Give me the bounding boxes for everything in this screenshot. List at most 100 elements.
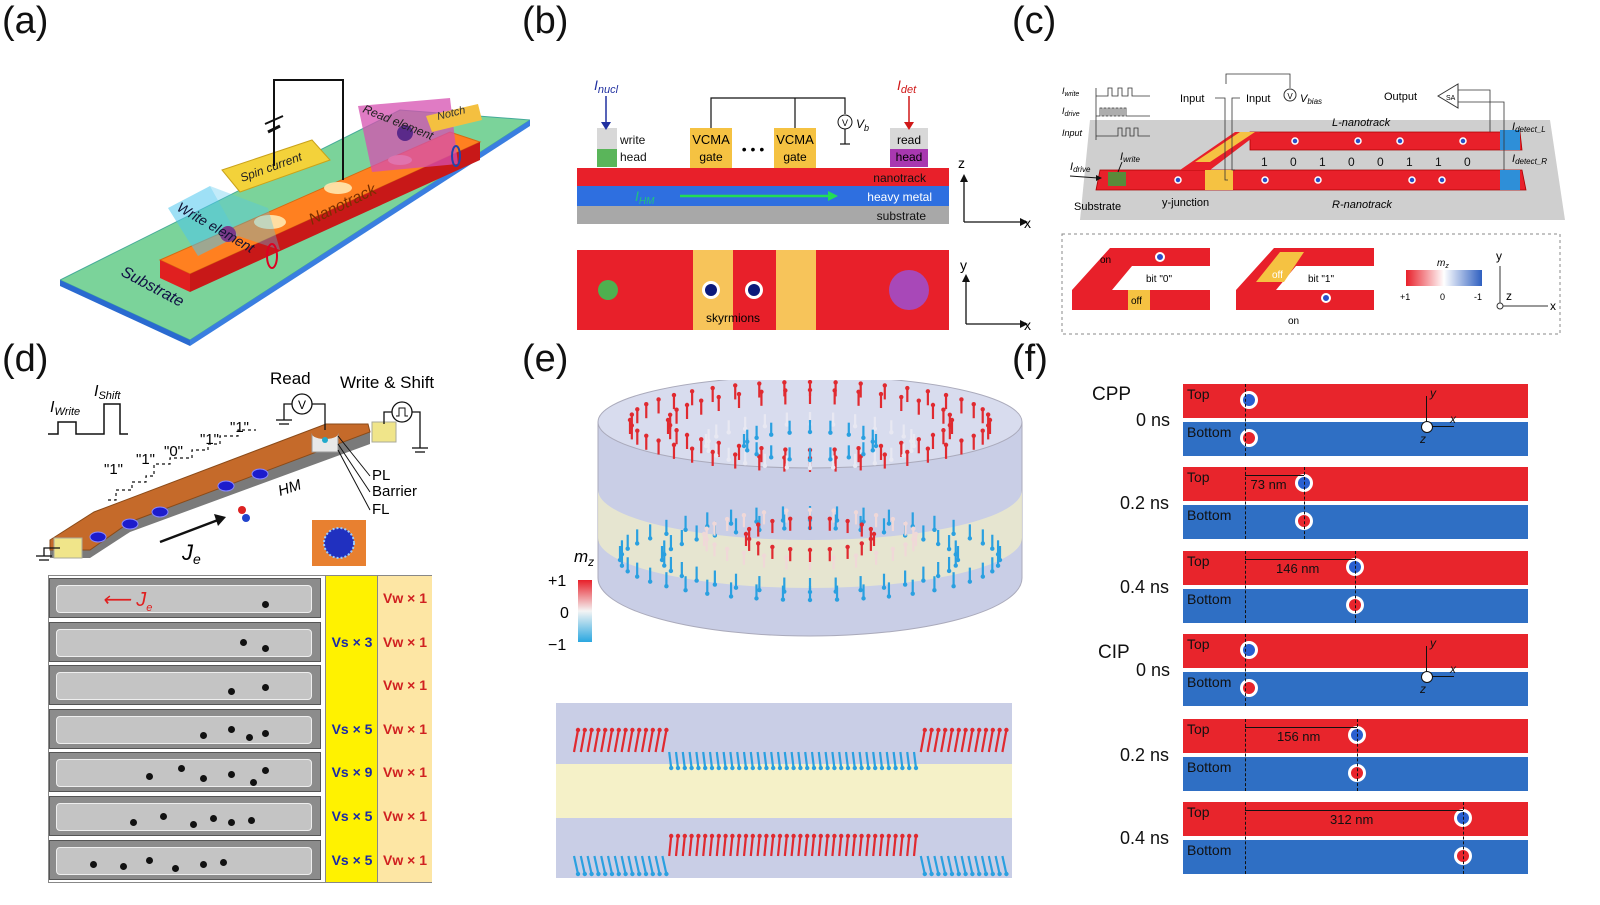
spin-arrow-head [780, 597, 786, 602]
spin-arrow-head [679, 573, 685, 579]
spin-arrow [953, 855, 960, 875]
spin-arrow-head [643, 727, 649, 733]
iwrite2-arrow [1117, 161, 1123, 173]
cross-section-bottom-spins [572, 833, 1009, 877]
spin-arrow-head [761, 510, 767, 515]
vw-cell: Vw × 1 [377, 794, 432, 838]
spin-arrow [668, 835, 673, 857]
spin-arrow-head [832, 447, 837, 452]
time-label: 0 ns [1136, 660, 1171, 680]
spin-arrow [872, 751, 877, 769]
spin-arrow-head [716, 765, 721, 771]
spin-arrow-head [922, 727, 927, 733]
sa-label: SA [1446, 95, 1456, 102]
skyrmion [1243, 682, 1255, 694]
spin-arrow-head [667, 412, 673, 417]
electron-spin-up [238, 506, 246, 514]
spin-arrow-head [845, 544, 850, 550]
spin-arrow-head [890, 546, 896, 552]
domain-dot [146, 773, 153, 781]
spin-arrow [906, 751, 911, 769]
spin-arrow [892, 835, 897, 857]
spin-arrow-head [788, 547, 793, 552]
inset-skyrmion-1 [1155, 252, 1165, 262]
spin-arrow-head [777, 765, 783, 771]
transistor-1 [1215, 97, 1228, 181]
spin-arrow [647, 729, 654, 753]
spin-arrow-head [668, 568, 674, 574]
spin-arrow [770, 751, 775, 769]
spin-arrow [1001, 855, 1008, 875]
spin-arrow-head [730, 765, 735, 771]
c-substrate-label: Substrate [1074, 201, 1121, 213]
spin-arrow-head [635, 407, 640, 412]
spin-arrow [865, 835, 870, 857]
read-ground-wire [283, 403, 292, 420]
spin-arrow-head [886, 594, 892, 599]
microscopy-image [49, 708, 321, 749]
spin-arrow [933, 855, 940, 875]
c-cbar-plus1: +1 [1400, 292, 1410, 302]
spin-arrow-head [818, 833, 823, 839]
spin-arrow-head [951, 531, 956, 537]
spin-arrow [593, 855, 600, 875]
spin-arrow [729, 751, 734, 769]
spin-arrow [613, 729, 620, 753]
spin-arrow-head [859, 765, 864, 771]
bottom-layer-spins [617, 506, 1003, 603]
spin-arrow-head [909, 438, 914, 444]
read-head-bottom [890, 149, 928, 167]
spin-arrow-head [930, 402, 936, 408]
spin-arrow-head [859, 522, 864, 527]
iwrite-label: IWrite [50, 399, 80, 418]
vbias-wire [1225, 73, 1291, 88]
spin-arrow-head [710, 449, 715, 455]
vs-cell: Vs × 5 [325, 837, 378, 882]
spin-arrow-head [629, 412, 635, 417]
spin-arrow [695, 835, 700, 857]
y-junction-label: y-junction [1162, 197, 1209, 209]
spin-arrow-head [900, 765, 905, 771]
mz-colorbar [1406, 270, 1482, 286]
written-skyrmion [598, 280, 618, 300]
spin-arrow [994, 729, 1001, 753]
spin-arrow-head [637, 871, 642, 877]
spin-arrow-head [866, 765, 871, 771]
spin-arrow-head [921, 578, 926, 583]
spin-arrow-head [956, 727, 961, 733]
spin-arrow-head [852, 765, 857, 771]
spin-arrow-head [859, 833, 864, 839]
spin-arrow-head [757, 381, 762, 386]
axis-x2-arrow [1020, 320, 1028, 328]
spin-arrow-head [782, 380, 787, 385]
spin-arrow-head [728, 521, 734, 526]
vbias-meter-v: V [1287, 92, 1293, 101]
spin-arrow-head [787, 430, 792, 435]
svg-text:Idrive: Idrive [1062, 106, 1080, 118]
svg-text:"1": "1" [104, 461, 123, 478]
spin-arrow-head [807, 507, 813, 513]
spin-arrow [838, 751, 843, 769]
spin-arrow-head [783, 447, 788, 452]
spin-arrow-head [782, 526, 787, 531]
spin-arrow-head [870, 448, 875, 453]
spin-arrow-head [742, 461, 748, 466]
spin-arrow-head [980, 407, 985, 412]
spin-arrow-head [703, 765, 708, 771]
spin-arrow-head [683, 527, 688, 532]
pl-label: PL [372, 467, 390, 484]
sim-bar-label: Top [1187, 721, 1210, 737]
svg-text:1: 1 [1319, 155, 1326, 169]
spin-arrow-head [807, 515, 813, 521]
spin-arrow-head [623, 727, 628, 733]
spin-arrow-head [882, 383, 887, 388]
spin-arrow-head [723, 833, 728, 839]
spin-arrow-head [807, 457, 813, 463]
spin-arrow-head [977, 727, 982, 733]
spin-arrow-head [977, 871, 982, 877]
bit-labels: "1" "1" "0" "1" "1" [104, 419, 249, 478]
spin-arrow [600, 855, 607, 875]
spin-arrow-head [830, 422, 836, 427]
